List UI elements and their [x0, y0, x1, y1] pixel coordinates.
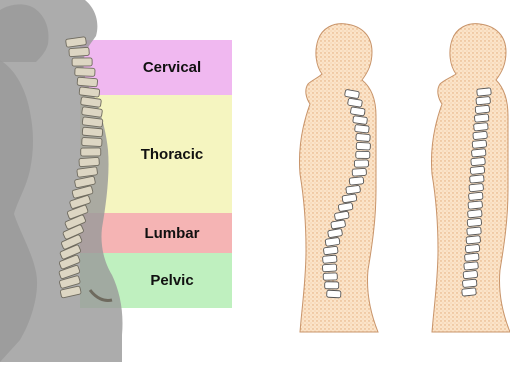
vertebra: [79, 157, 99, 166]
vertebra: [467, 218, 482, 226]
middle-body-figure: [299, 24, 378, 332]
vertebra: [468, 192, 483, 200]
vertebra: [323, 273, 337, 280]
lumbar-label: Lumbar: [112, 225, 232, 242]
vertebra: [470, 166, 485, 174]
vertebra: [327, 290, 341, 298]
vertebra: [462, 288, 477, 296]
vertebra: [473, 131, 488, 139]
vertebra: [469, 183, 484, 191]
vertebra: [349, 177, 364, 185]
vertebra: [467, 227, 482, 235]
vertebra: [81, 148, 101, 156]
thoracic-label: Thoracic: [112, 146, 232, 163]
cervical-label: Cervical: [112, 59, 232, 76]
vertebra: [468, 201, 483, 209]
vertebra: [463, 270, 478, 278]
vertebra: [322, 264, 336, 272]
vertebra: [354, 160, 368, 167]
vertebra: [472, 140, 487, 148]
vertebra: [474, 114, 489, 122]
vertebra: [467, 210, 482, 218]
vertebra: [69, 47, 90, 56]
vertebra: [356, 151, 370, 158]
vertebra: [471, 157, 486, 165]
vertebra: [325, 282, 339, 289]
vertebra: [464, 253, 479, 261]
vertebra: [475, 105, 490, 113]
vertebra: [476, 96, 491, 104]
pelvic-label: Pelvic: [112, 272, 232, 289]
vertebra: [464, 262, 479, 270]
vertebra: [477, 88, 492, 96]
vertebra: [466, 236, 481, 244]
vertebra: [356, 142, 370, 150]
vertebra: [82, 138, 102, 147]
vertebra: [355, 125, 370, 134]
vertebra: [352, 168, 366, 176]
vertebra: [471, 149, 486, 157]
vertebra: [353, 116, 368, 125]
vertebra: [474, 123, 489, 131]
vertebra: [82, 127, 103, 137]
vertebra: [322, 255, 337, 263]
vertebra: [77, 77, 98, 87]
vertebra: [75, 68, 95, 77]
vertebra: [342, 194, 357, 203]
vertebra: [462, 279, 477, 287]
vertebra: [325, 237, 340, 246]
vertebra: [323, 246, 338, 255]
right-body-figure: [431, 24, 510, 332]
vertebra: [346, 185, 361, 194]
vertebra: [356, 133, 371, 141]
vertebra: [465, 244, 480, 252]
vertebra: [469, 175, 484, 183]
vertebra: [72, 58, 92, 66]
